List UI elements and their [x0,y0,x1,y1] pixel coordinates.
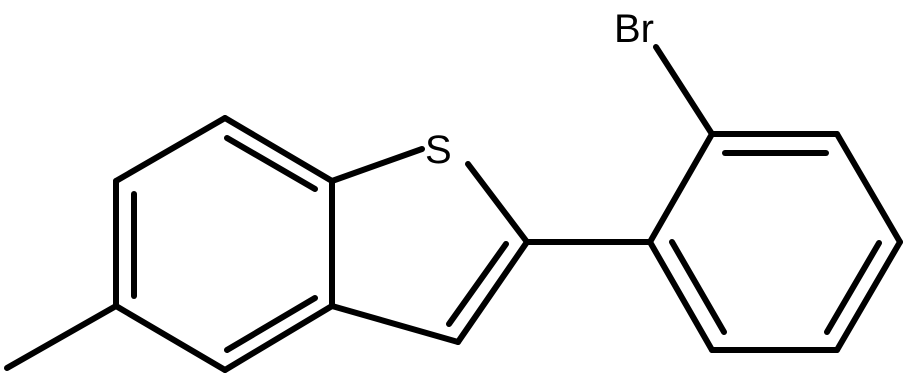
benzene-ring [113,115,335,373]
double-bond-inner-right [824,240,882,335]
bond-c7-c7a [222,303,335,373]
thiophene-ring [329,146,530,345]
double-bond-c2-c3-inner [446,241,509,327]
bond-p1-p2 [647,131,715,245]
bond-c-br [653,44,715,137]
bond-c4a-c5 [113,115,228,184]
bond-p3-p4 [834,131,903,245]
bond-c6-c7 [113,303,228,373]
bond-p6-p1 [647,239,715,353]
methyl-bond [4,303,119,371]
double-bond-inner-lower-left [669,239,727,335]
bond-p4-p5 [834,239,903,353]
bond-c3-c7a [329,303,461,345]
double-bond-inner-bottom [224,295,318,353]
bond-c3a-s [329,146,425,184]
bond-s-c2 [465,161,530,245]
bond-c2-c3 [455,239,530,345]
bromine-atom-label: Br [614,7,654,51]
bromophenyl-ring [647,131,903,353]
sulfur-atom-label: S [425,128,452,172]
bond-c3a-c4a [222,115,335,184]
double-bond-inner-top [224,135,318,192]
